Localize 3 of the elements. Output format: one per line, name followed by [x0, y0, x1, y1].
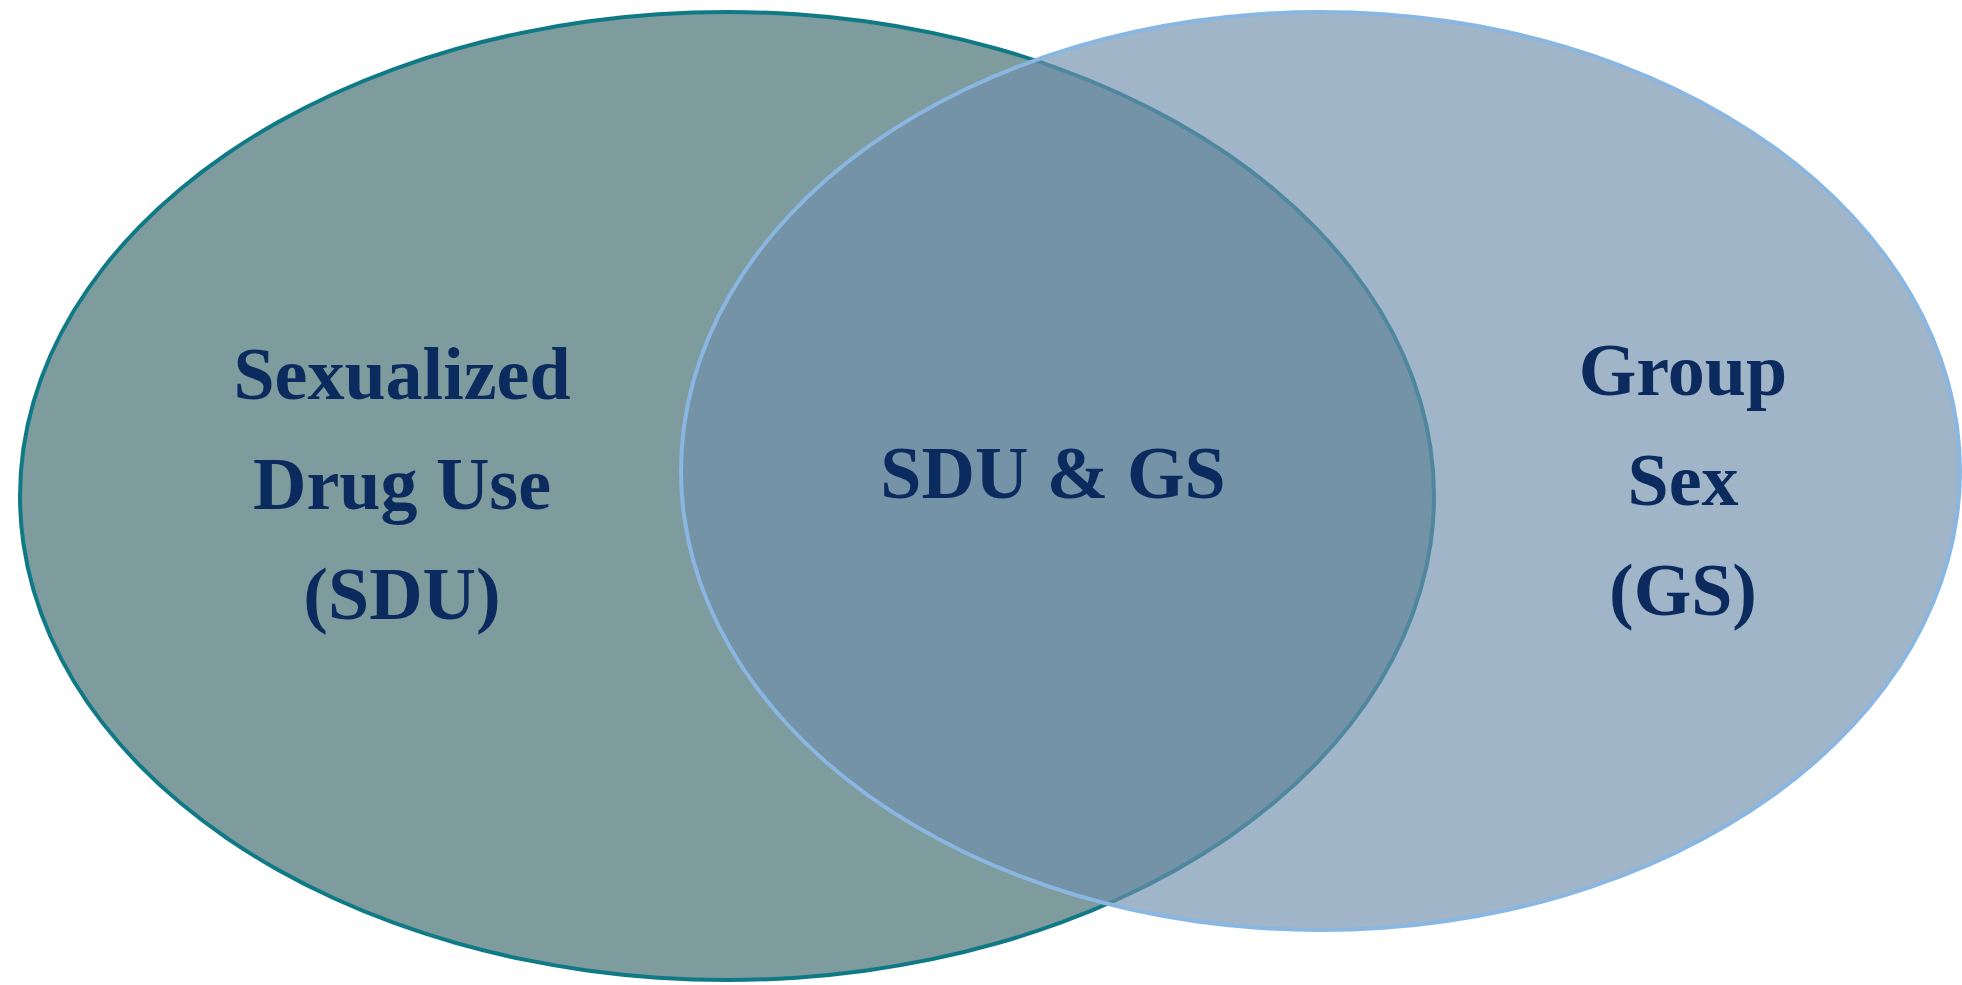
set-label: Group Sex (GS) [1577, 328, 1789, 633]
set-label: Sexualized Drug Use (SDU) [232, 332, 572, 637]
intersection-label: SDU & GS [880, 431, 1226, 516]
